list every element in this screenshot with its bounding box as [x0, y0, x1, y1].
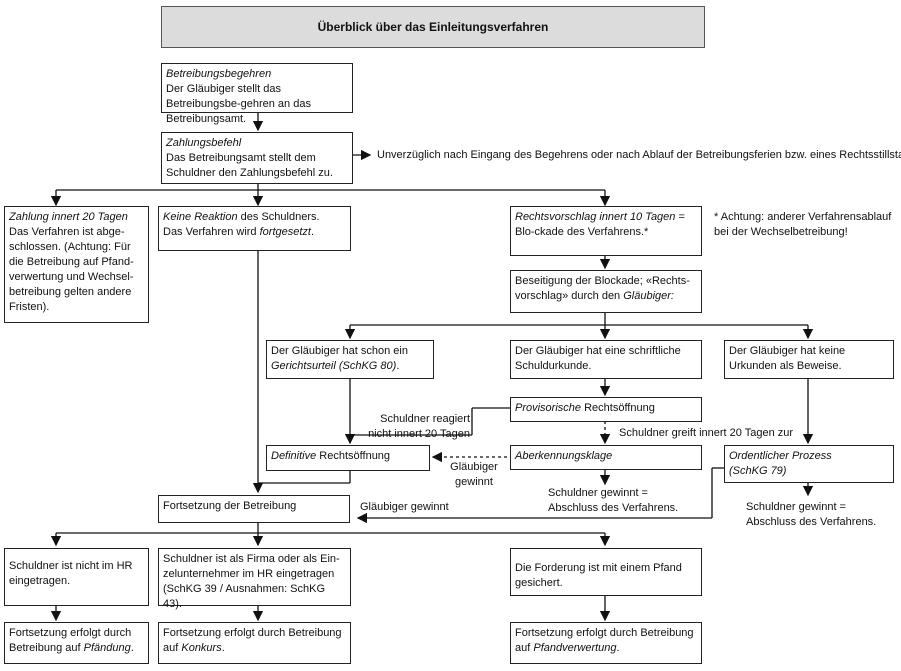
- box-head: Ordentlicher Prozess: [729, 450, 832, 462]
- box-rechtsvorschlag: Rechtsvorschlag innert 10 Tagen = Blo-ck…: [510, 206, 702, 256]
- box-text: des Schuldners.: [237, 211, 320, 223]
- note-achtung: * Achtung: anderer Verfahrensablauf bei …: [714, 211, 892, 238]
- box-text: Schuldner ist als Firma oder als Ein-zel…: [163, 553, 340, 610]
- box-head: Zahlungsbefehl: [166, 137, 242, 149]
- box-head: Betreibungsbegehren: [166, 68, 272, 80]
- box-text: Rechtsöffnung: [316, 450, 391, 462]
- note-glaeubiger-gewinnt-2: Gläubiger gewinnt: [360, 501, 449, 513]
- box-beseitigung: Beseitigung der Blockade; «Rechts-vorsch…: [510, 270, 702, 313]
- box-provisorische-rechtsoeffnung: Provisorische Rechtsöffnung: [510, 397, 702, 422]
- box-text: Rechtsöffnung: [581, 402, 655, 414]
- box-tail: Gerichtsurteil (SchKG 80): [271, 360, 397, 372]
- box-tail: Pfandverwertung: [533, 642, 617, 654]
- box-text: Das Verfahren ist abge-schlossen. (Achtu…: [9, 226, 134, 313]
- box-text: Schuldner ist nicht im HR eingetragen.: [9, 560, 133, 587]
- box-text: Fortsetzung der Betreibung: [163, 500, 297, 512]
- box-pfandverwertung: Fortsetzung erfolgt durch Betreibung auf…: [510, 622, 702, 664]
- box-betreibungsbegehren: Betreibungsbegehren Der Gläubiger stellt…: [161, 63, 353, 125]
- box-schuldurkunde: Der Gläubiger hat eine schriftliche Schu…: [510, 340, 702, 379]
- box-text: = Blo-ckade des Verfahrens.*: [515, 211, 685, 238]
- box-end: .: [130, 642, 134, 654]
- box-tail: fortgesetzt: [259, 226, 311, 238]
- box-head: Rechtsvorschlag innert 10 Tagen: [515, 211, 676, 223]
- box-text: Fortsetzung erfolgt durch Betreibung auf: [9, 627, 132, 654]
- box-keine-urkunden: Der Gläubiger hat keine Urkunden als Bew…: [724, 340, 894, 379]
- box-definitive-rechtsoeffnung: Definitive Rechtsöffnung: [266, 445, 430, 471]
- box-tail: Konkurs: [181, 642, 222, 654]
- box-text: Die Forderung ist mit einem Pfand gesich…: [515, 562, 682, 589]
- box-text: Das Betreibungsamt stellt dem Schuldner …: [166, 152, 333, 179]
- box-pfaendung: Fortsetzung erfolgt durch Betreibung auf…: [4, 622, 149, 664]
- box-text: Der Gläubiger hat keine Urkunden als Bew…: [729, 345, 846, 372]
- box-ordentlicher-prozess: Ordentlicher Prozess (SchKG 79): [724, 445, 894, 483]
- box-aberkennungsklage: Aberkennungsklage: [510, 445, 702, 470]
- box-head: Provisorische: [515, 402, 582, 414]
- box-head: Definitive: [271, 450, 317, 462]
- box-zahlung: Zahlung innert 20 Tagen Das Verfahren is…: [4, 206, 149, 323]
- box-text: Beseitigung der Blockade; «Rechts-vorsch…: [515, 275, 690, 302]
- note-glaeubiger-gewinnt-1: Gläubiger gewinnt: [450, 461, 498, 488]
- box-head: Zahlung innert 20 Tagen: [9, 211, 128, 223]
- box-end: .: [221, 642, 225, 654]
- box-pfand: Die Forderung ist mit einem Pfand gesich…: [510, 548, 702, 596]
- box-keine-reaktion: Keine Reaktion des Schuldners. Das Verfa…: [158, 206, 351, 251]
- box-head: Aberkennungsklage: [515, 450, 613, 462]
- note-reagiert-nicht: Schuldner reagiert nicht innert 20 Tagen: [368, 413, 470, 440]
- box-text: Fortsetzung erfolgt durch Betreibung auf: [163, 627, 342, 654]
- box-tail: Gläubiger:: [623, 290, 674, 302]
- box-nicht-im-hr: Schuldner ist nicht im HR eingetragen.: [4, 548, 149, 606]
- box-text: Fortsetzung erfolgt durch Betreibung auf: [515, 627, 694, 654]
- box-gerichtsurteil: Der Gläubiger hat schon ein Gerichtsurte…: [266, 340, 434, 379]
- note-unverzueglich: Unverzüglich nach Eingang des Begehrens …: [377, 149, 901, 161]
- note-greift: Schuldner greift innert 20 Tagen zur: [619, 427, 794, 439]
- box-konkurs: Fortsetzung erfolgt durch Betreibung auf…: [158, 622, 351, 664]
- box-end: .: [310, 226, 315, 238]
- box-head: Keine Reaktion: [163, 211, 238, 223]
- box-tail: Pfändung: [83, 642, 131, 654]
- box-text: Der Gläubiger stellt das Betreibungsbe-g…: [166, 83, 311, 125]
- box-text: Der Gläubiger hat eine schriftliche Schu…: [515, 345, 681, 372]
- box-fortsetzung: Fortsetzung der Betreibung: [158, 495, 350, 523]
- box-firma-im-hr: Schuldner ist als Firma oder als Ein-zel…: [158, 548, 351, 610]
- note-schuldner-gewinnt-2: Schuldner gewinnt = Abschluss des Verfah…: [746, 501, 877, 528]
- box-text: Der Gläubiger hat schon ein: [271, 345, 408, 357]
- diagram-title: Überblick über das Einleitungsverfahren: [161, 6, 705, 48]
- box-end: .: [616, 642, 620, 654]
- note-schuldner-gewinnt-1: Schuldner gewinnt = Abschluss des Verfah…: [548, 487, 679, 514]
- box-sub: (SchKG 79): [729, 465, 787, 477]
- box-text: Das Verfahren wird: [163, 226, 260, 238]
- box-end: .: [396, 360, 400, 372]
- box-zahlungsbefehl: Zahlungsbefehl Das Betreibungsamt stellt…: [161, 132, 353, 184]
